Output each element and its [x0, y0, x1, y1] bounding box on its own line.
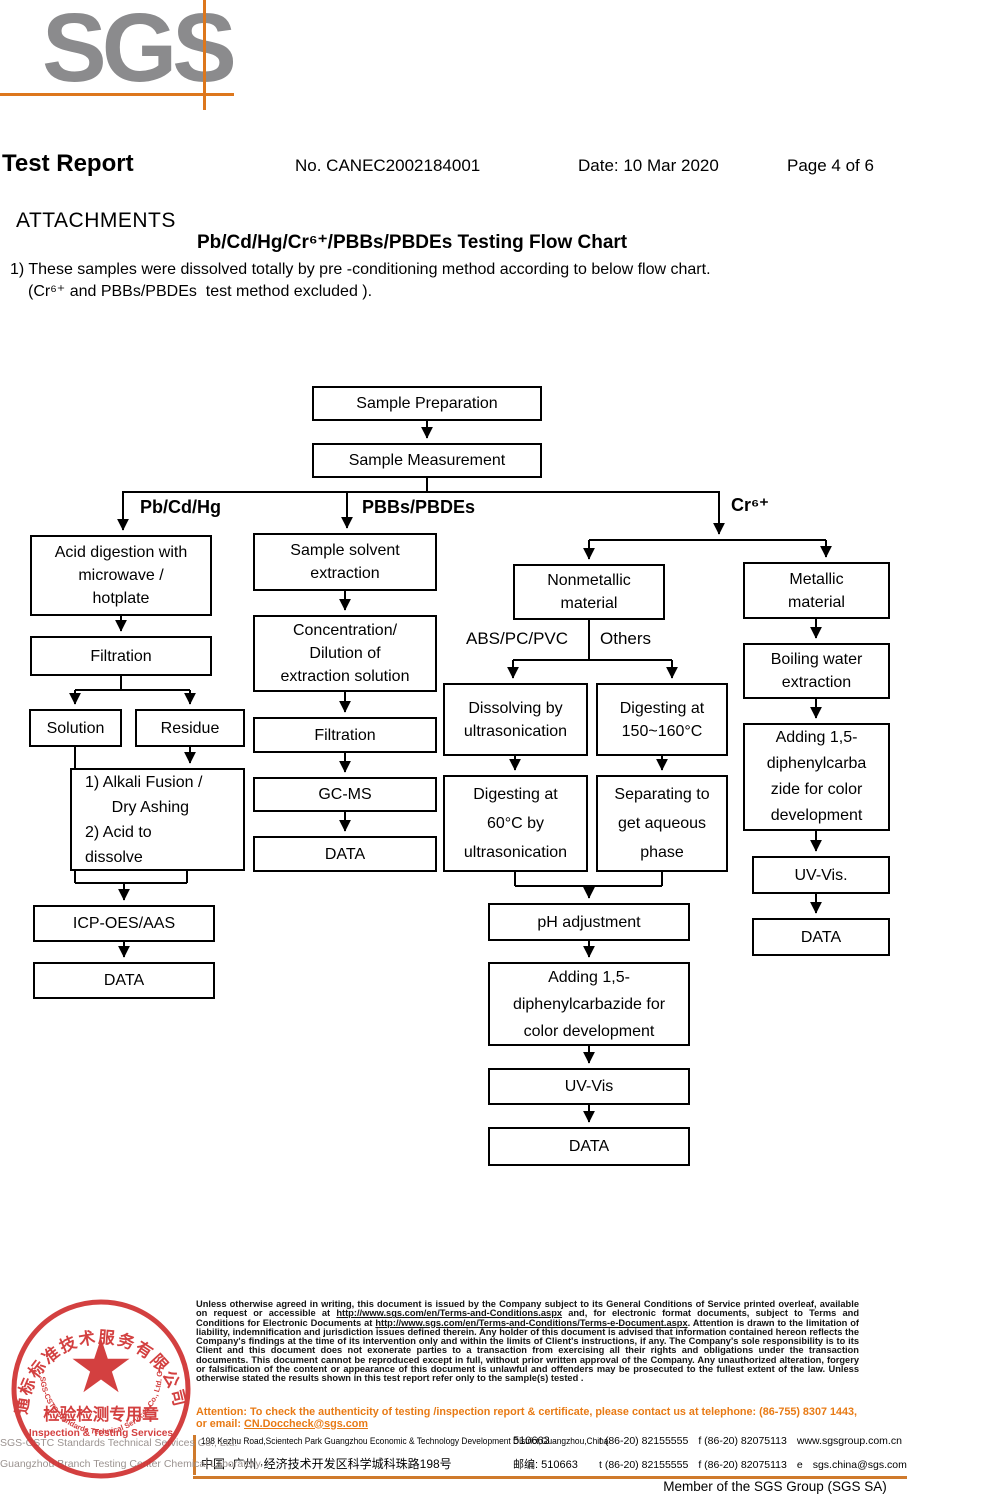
attention-line-1: Attention: To check the authenticity of …: [196, 1406, 857, 1418]
stamp-english-label: Inspection & Testing Services: [29, 1428, 174, 1439]
flow-node-uv-vis-right: UV-Vis.: [752, 856, 890, 894]
flow-node-ph-adjustment: pH adjustment: [488, 903, 690, 941]
attention-notice: Attention: To check the authenticity of …: [196, 1406, 886, 1430]
attachments-heading: ATTACHMENTS: [16, 209, 176, 232]
terms-e-document-url-link[interactable]: http://www.sgs.com/en/Terms-and-Conditio…: [375, 1317, 688, 1328]
flow-node-sample-solvent-extraction: Sample solvent extraction: [253, 533, 437, 591]
postcode-en: 510663: [513, 1435, 550, 1447]
sgs-member-line: Member of the SGS Group (SGS SA): [663, 1479, 887, 1494]
address-row-cn: 中国 ·广州 ·经济技术开发区科学城科珠路198号 邮编: 510663 t (…: [201, 1455, 909, 1475]
address-english: 198 Kezhu Road,Scientech Park Guangzhou …: [201, 1436, 609, 1446]
legal-text-2: and, for electronic format documents, su…: [196, 1308, 859, 1328]
flow-node-sample-measurement: Sample Measurement: [312, 443, 542, 478]
flow-node-adding-dpc-right: Adding 1,5- diphenylcarba zide for color…: [743, 723, 890, 831]
flow-node-nonmetallic-material: Nonmetallic material: [513, 564, 665, 620]
flow-node-residue: Residue: [135, 709, 245, 747]
note-line-1: 1) These samples were dissolved totally …: [10, 261, 711, 278]
stamp-chinese-label: 检验检测专用章: [43, 1404, 159, 1424]
website-link[interactable]: www.sgsgroup.com.cn: [796, 1435, 902, 1447]
report-date: Date: 10 Mar 2020: [578, 156, 719, 175]
legal-terms-paragraph: Unless otherwise agreed in writing, this…: [196, 1299, 859, 1384]
doccheck-email-link[interactable]: CN.Doccheck@sgs.com: [244, 1417, 368, 1430]
inspection-stamp-seal-icon: 通标标准技术服务有限公司广州分公司 SGS-CSTC Standards Tec…: [6, 1296, 191, 1479]
flow-node-acid-digestion: Acid digestion with microwave / hotplate: [30, 535, 212, 616]
flow-node-concentration: Concentration/ Dilution of extraction so…: [253, 615, 437, 692]
page-indicator: Page 4 of 6: [787, 156, 874, 175]
flow-node-digesting-150-160: Digesting at 150~160°C: [596, 683, 728, 756]
legal-text-1: Unless otherwise agreed in writing, this…: [196, 1299, 859, 1319]
postcode-cn: 邮编: 510663: [513, 1459, 578, 1471]
fax-cn: f (86-20) 82075113: [698, 1459, 787, 1471]
flow-node-metallic-material: Metallic material: [743, 562, 890, 619]
flow-node-icp-oes-aas: ICP-OES/AAS: [33, 905, 215, 942]
flow-node-solution: Solution: [29, 709, 122, 747]
branch-label-pbbs-pbdes: PBBs/PBDEs: [362, 497, 476, 517]
branch-label-pb-cd-hg: Pb/Cd/Hg: [140, 497, 221, 517]
flow-node-data-right: DATA: [752, 918, 890, 956]
terms-url-link[interactable]: http://www.sgs.com/en/Terms-and-Conditio…: [336, 1308, 563, 1319]
flow-node-sample-preparation: Sample Preparation: [312, 386, 542, 421]
flow-node-data-left: DATA: [33, 962, 215, 999]
note-line-2: (Cr⁶⁺ and PBBs/PBDEs test method exclude…: [28, 283, 373, 300]
flow-chart-title: Pb/Cd/Hg/Cr⁶⁺/PBBs/PBDEs Testing Flow Ch…: [197, 232, 628, 253]
sgs-china-email-link[interactable]: sgs.china@sgs.com: [812, 1459, 907, 1471]
attention-email-prefix: or email:: [196, 1417, 245, 1430]
footer-divider-line: [193, 1476, 907, 1479]
flow-node-dissolving-ultrasonication: Dissolving by ultrasonication: [443, 683, 588, 756]
flow-node-filtration-left: Filtration: [30, 636, 212, 676]
report-number: No. CANEC2002184001: [295, 156, 481, 175]
address-chinese: 中国 ·广州 ·经济技术开发区科学城科珠路198号: [201, 1457, 452, 1471]
flow-node-adding-dpc-center: Adding 1,5- diphenylcarbazide for color …: [488, 962, 690, 1046]
path-label-others: Others: [600, 629, 652, 648]
flow-node-filtration-mid: Filtration: [253, 717, 437, 753]
company-name-line: SGS-CSTC Standards Technical Services Co…: [0, 1437, 238, 1449]
path-label-abs-pc-pvc: ABS/PC/PVC: [466, 629, 569, 648]
flow-node-uv-vis-center: UV-Vis: [488, 1068, 690, 1105]
flow-node-data-mid: DATA: [253, 836, 437, 872]
flow-node-boiling-water: Boiling water extraction: [743, 643, 890, 699]
flow-node-separating-aqueous: Separating to get aqueous phase: [596, 775, 728, 872]
legal-text-3: . Attention is drawn to the limitation o…: [196, 1317, 859, 1384]
flow-node-data-center: DATA: [488, 1127, 690, 1166]
address-block: 198 Kezhu Road,Scientech Park Guangzhou …: [193, 1435, 909, 1475]
logo-underline: [0, 93, 234, 96]
telephone-en: t (86-20) 82155555: [599, 1435, 689, 1447]
flow-node-gc-ms: GC-MS: [253, 777, 437, 812]
branch-label-cr6: Cr⁶⁺: [731, 495, 769, 515]
telephone-cn: t (86-20) 82155555: [599, 1459, 689, 1471]
flow-node-alkali-fusion: 1) Alkali Fusion / Dry Ashing 2) Acid to…: [70, 768, 245, 871]
flow-node-digesting-60: Digesting at 60°C by ultrasonication: [443, 775, 588, 872]
page-title: Test Report: [2, 150, 134, 177]
address-row-en: 198 Kezhu Road,Scientech Park Guangzhou …: [201, 1435, 909, 1455]
fax-en: f (86-20) 82075113: [698, 1435, 787, 1447]
email-label: e: [796, 1459, 803, 1471]
logo-vertical-line: [203, 0, 206, 110]
